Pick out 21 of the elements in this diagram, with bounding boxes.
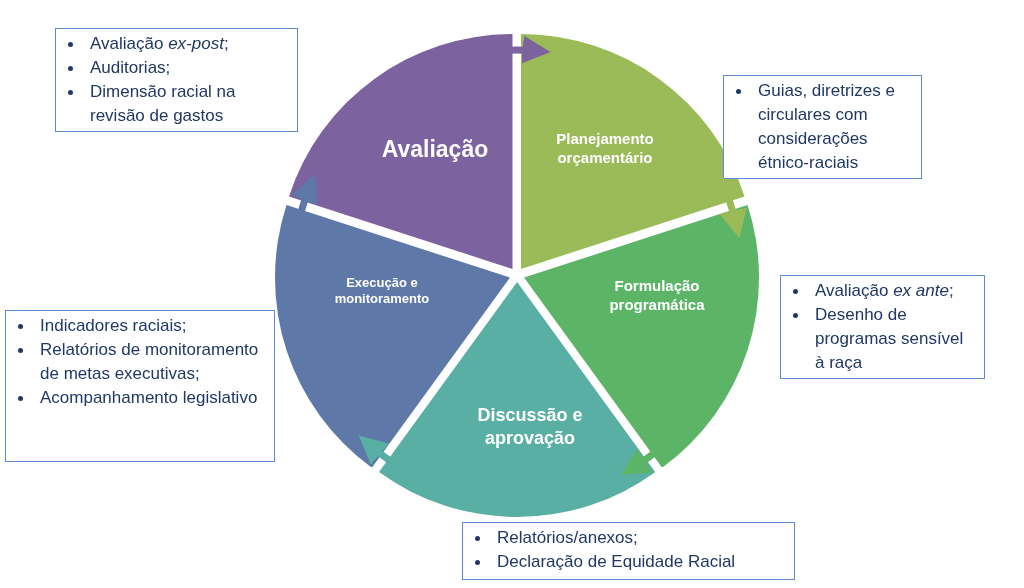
stage-label: Planejamento orçamentário (555, 130, 655, 168)
bullet-text: Relatórios/anexos; (497, 527, 638, 549)
bullet-text: Acompanhamento legislativo (40, 387, 258, 409)
bullet-text: Declaração de Equidade Racial (497, 551, 736, 573)
bullet-text: Auditorias; (90, 57, 171, 79)
bullet-text: Relatórios de monitoramento de metas executivas; (40, 339, 260, 385)
stage-label: Avaliação (381, 135, 489, 164)
callout-box (780, 275, 985, 379)
stage-label: Discussão e aprovação (476, 404, 584, 449)
stage-label: Formulação programática (608, 277, 706, 315)
bullet-text: Indicadores raciais; (40, 315, 187, 337)
bullet-text: Avaliação ex ante; (815, 280, 954, 302)
callout-box (723, 75, 922, 179)
callout-box (55, 28, 298, 132)
bullet-text: Guias, diretrizes e circulares com considerações étnico-raciais (758, 80, 896, 174)
callout-box (5, 310, 275, 462)
bullet-text: Avaliação ex-post; (90, 33, 229, 55)
callout-box (462, 522, 795, 580)
bullet-text: Dimensão racial na revisão de gastos (90, 81, 237, 127)
bullet-text: Desenho de programas sensível à raça (815, 304, 965, 374)
stage-label: Execução e monitoramento (333, 275, 431, 308)
